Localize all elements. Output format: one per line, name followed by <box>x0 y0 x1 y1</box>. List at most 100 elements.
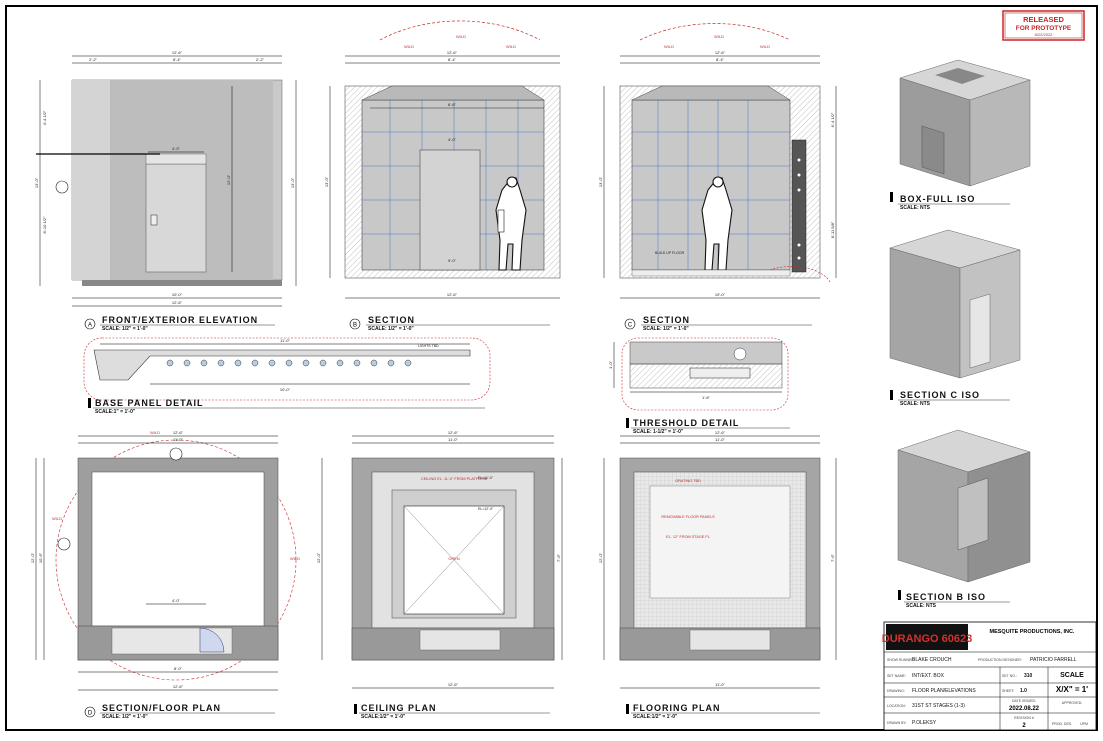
dim-base-inner: 10'-0" <box>280 387 291 392</box>
view-a-letter: A <box>88 323 92 329</box>
revision: 2 <box>1022 723 1026 729</box>
dim-a-height-r: 13'-0" <box>290 177 295 188</box>
dim-c-width: 12'-6" <box>715 50 726 55</box>
dim-floor-height: 12'-0" <box>598 552 603 563</box>
stamp-line2: FOR PROTOTYPE <box>1016 25 1072 32</box>
dim-d-inner: 11'-0" <box>173 437 183 442</box>
note-removable: REMOVABLE FLOOR PANELS <box>661 515 715 519</box>
showrunner: BLAKE CROUCH <box>912 657 952 663</box>
designer: PATRICIO FARRELL <box>1030 657 1077 663</box>
dim-a-left: 2'-2" <box>89 57 98 62</box>
scale-label: SCALE <box>1060 672 1084 679</box>
dim-a-lower: 8'-10 1/2" <box>42 216 47 233</box>
flooring-plan-view: GRATING TBD REMOVABLE FLOOR PANELS EL. 1… <box>598 430 837 720</box>
wild-c-2: WILD <box>714 34 724 39</box>
dim-d-base: 8'-0" <box>174 666 183 671</box>
section-b-view: WILD WILD WILD 12'-6" 8'-4" 6'-6" 4'-0" … <box>324 20 561 332</box>
dim-c-lower: 8'-11 5/8" <box>830 221 835 238</box>
dim-a-inner-h: 12'-0" <box>226 174 231 185</box>
iso-full-title: BOX-FULL ISO <box>900 194 975 204</box>
wild-c-1: WILD <box>664 44 674 49</box>
dim-ceil-height: 12'-0" <box>316 552 321 563</box>
upm-label: UPM <box>1080 722 1088 726</box>
dim-a-width: 12'-6" <box>172 50 183 55</box>
dim-b-height: 13'-0" <box>324 176 329 187</box>
dim-c-height: 13'-0" <box>598 176 603 187</box>
show-logo: DURANGO 60623 <box>882 633 972 645</box>
dim-thr-height: 1'-0" <box>608 360 613 369</box>
iso-b-title: SECTION B ISO <box>906 592 986 602</box>
drawing-label: DRAWING: <box>887 689 905 693</box>
date-label: DATE ISSUED: <box>1012 699 1036 703</box>
approved-label: APPROVED: <box>1062 701 1082 705</box>
base-title: BASE PANEL DETAIL <box>95 398 204 408</box>
wild-d-1: WILD <box>150 430 160 435</box>
dim-ceil-width: 12'-6" <box>448 430 459 435</box>
dim-a-inner: 8'-4" <box>173 57 182 62</box>
note-lights: LIGHTS TBD <box>418 344 439 348</box>
company-name: MESQUITE PRODUCTIONS, INC. <box>990 629 1075 635</box>
base-panel-detail: 11'-0" 10'-0" LIGHTS TBD BASE PANEL DETA… <box>83 337 491 415</box>
drawing-name: FLOOR PLAN/ELEVATIONS <box>912 688 976 694</box>
dim-a-top: 4'-4 1/2" <box>42 110 47 125</box>
dim-b-door: 4'-0" <box>448 137 457 142</box>
ceiling-plan-view: CEILING EL. 11'-0" FROM PLATFORM OPEN EL… <box>316 430 563 720</box>
note-build-floor: BUILD UP FLOOR <box>655 251 685 255</box>
dim-floor-inner-h: 7'-6" <box>830 553 835 562</box>
note-el-2: EL=12'-0" <box>478 507 494 511</box>
set-label: SET NAME: <box>887 674 906 678</box>
note-ceiling: CEILING EL. 11'-0" FROM PLATFORM <box>421 477 487 481</box>
dim-a-height: 13'-0" <box>34 177 39 188</box>
drawn-by: P.OLEKSY <box>912 720 937 726</box>
dim-b-width: 12'-6" <box>447 50 458 55</box>
prod-des-label: PROD. DES. <box>1052 722 1072 726</box>
note-el-1: EL=11'-0" <box>478 476 494 480</box>
wild-d-3: WILD <box>290 556 300 561</box>
wild-b-2: WILD <box>456 34 466 39</box>
view-d-scale: SCALE: 1/2" = 1'-0" <box>102 714 148 720</box>
designer-label: PRODUCTION DESIGNER: <box>978 658 1022 662</box>
set-no: 310 <box>1024 673 1033 679</box>
scale-value: X/X" = 1' <box>1056 685 1088 694</box>
ceiling-scale: SCALE:1/2" = 1'-0" <box>361 714 406 720</box>
dim-ceil-base: 12'-6" <box>448 682 459 687</box>
threshold-scale: SCALE: 1-1/2" = 1'-0" <box>633 429 684 435</box>
view-c-scale: SCALE: 1/2" = 1'-0" <box>643 326 689 332</box>
location-label: LOCATION: <box>887 704 906 708</box>
dim-b-base: 12'-6" <box>447 292 458 297</box>
view-b-title: SECTION <box>368 315 415 325</box>
view-d-letter: D <box>88 711 93 717</box>
released-stamp: RELEASED FOR PROTOTYPE 8/22/2022 <box>1002 10 1085 41</box>
iso-c-scale: SCALE: NTS <box>900 401 931 407</box>
view-c-title: SECTION <box>643 315 690 325</box>
view-a-title: FRONT/EXTERIOR ELEVATION <box>102 315 258 325</box>
iso-c-title: SECTION C ISO <box>900 390 980 400</box>
dim-c-inner: 8'-4" <box>716 57 725 62</box>
iso-b-scale: SCALE: NTS <box>906 603 937 609</box>
dim-base-total: 11'-0" <box>280 338 290 343</box>
revision-label: REVISION # <box>1014 716 1034 720</box>
date-issued: 2022.08.22 <box>1009 706 1040 712</box>
iso-section-c-view: SECTION C ISO SCALE: NTS <box>889 229 1021 407</box>
title-block: DURANGO 60623 MESQUITE PRODUCTIONS, INC.… <box>882 621 1097 731</box>
dim-b-ceiling: 6'-6" <box>448 102 457 107</box>
sheet-no: 1.0 <box>1020 688 1027 694</box>
dim-ceil-inner: 11'-0" <box>448 437 458 442</box>
view-c-letter: C <box>628 323 633 329</box>
iso-full-view: BOX-FULL ISO SCALE: NTS <box>890 59 1031 211</box>
front-elevation-view: 12'-6" 8'-4" 2'-2" 2'-2" 4'-0" 13'-0" 13… <box>34 50 297 332</box>
sheet-border <box>5 5 1098 731</box>
wild-c-3: WILD <box>760 44 770 49</box>
dim-a-base2: 12'-6" <box>172 300 183 305</box>
stamp-line1: RELEASED <box>1023 15 1064 24</box>
view-a-scale: SCALE: 1/2" = 1'-0" <box>102 326 148 332</box>
drawn-label: DRAWN BY: <box>887 721 907 725</box>
wild-b-1: WILD <box>404 44 414 49</box>
section-c-view: WILD WILD WILD 12'-6" 8'-4" 13'-0" 6'-4 … <box>598 23 837 332</box>
showrunner-label: SHOW RUNNER: <box>887 658 915 662</box>
floor-plan-view: WILD WILD WILD 12'-6" 11'-0" 12'-0" 10'-… <box>30 430 300 720</box>
dim-ceil-inner-h: 7'-6" <box>556 553 561 562</box>
base-scale: SCALE:1" = 1'-0" <box>95 409 136 415</box>
